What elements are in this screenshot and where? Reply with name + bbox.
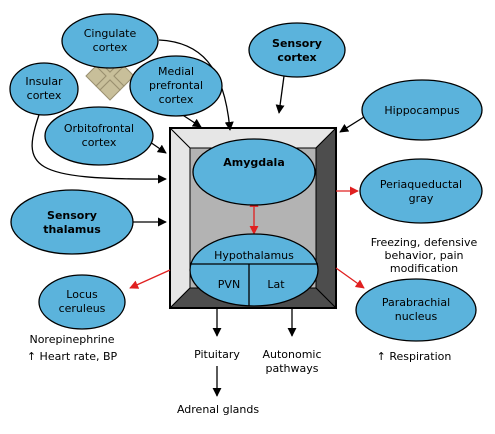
arrow-hippocampus-to-box bbox=[339, 116, 365, 133]
arrow-cingulate-to-amygdala bbox=[158, 39, 234, 131]
node-insular: Insular cortex bbox=[9, 62, 79, 116]
node-hippocampus: Hippocampus bbox=[361, 79, 483, 141]
node-orbitofrontal-line-1: Orbitofrontal bbox=[64, 122, 134, 135]
arrow-sensory-cortex-to-box bbox=[275, 75, 285, 114]
adrenal-label: Adrenal glands bbox=[177, 403, 259, 416]
node-medial-prefrontal: Medial prefrontal cortex bbox=[129, 55, 223, 117]
arrow-insular-to-box bbox=[31, 111, 167, 184]
arrow-box-to-parabrachial bbox=[335, 267, 365, 289]
autonomic-label: Autonomic pathways bbox=[262, 348, 321, 375]
node-insular-line-2: cortex bbox=[27, 89, 62, 102]
node-sensory-cortex: Sensory cortex bbox=[248, 22, 346, 78]
box-bevel-left bbox=[169, 126, 191, 310]
node-lat-label: Lat bbox=[267, 278, 285, 291]
node-cingulate-line-2: cortex bbox=[93, 41, 128, 54]
pag-effects-line-2: behavior, pain bbox=[384, 249, 463, 262]
node-hippocampus-label: Hippocampus bbox=[384, 104, 459, 117]
node-medial-prefrontal-line-2: prefrontal bbox=[149, 79, 203, 92]
pituitary-label: Pituitary bbox=[194, 348, 240, 361]
node-periaqueductal-line-2: gray bbox=[409, 192, 434, 205]
red-arrows bbox=[129, 186, 365, 289]
node-sensory-cortex-line-1: Sensory bbox=[272, 37, 322, 50]
node-orbitofrontal: Orbitofrontal cortex bbox=[44, 106, 154, 166]
locus-effects-label: Norepinephrine ↑ Heart rate, BP bbox=[27, 333, 118, 363]
node-sensory-thalamus-line-2: thalamus bbox=[43, 223, 101, 236]
node-medial-prefrontal-line-3: cortex bbox=[159, 93, 194, 106]
node-parabrachial: Parabrachial nucleus bbox=[355, 278, 477, 342]
pag-effects-line-1: Freezing, defensive bbox=[371, 236, 478, 249]
node-amygdala-label: Amygdala bbox=[223, 156, 285, 169]
pag-effects-line-3: modification bbox=[390, 262, 458, 275]
box-outline bbox=[169, 127, 337, 309]
node-sensory-thalamus-line-1: Sensory bbox=[47, 209, 97, 222]
parabrachial-effects-label: ↑ Respiration bbox=[377, 350, 452, 363]
node-pvn-label: PVN bbox=[218, 278, 240, 291]
node-sensory-thalamus: Sensory thalamus bbox=[10, 189, 134, 255]
node-hypothalamus-label: Hypothalamus bbox=[214, 249, 294, 262]
locus-effects-line-1: Norepinephrine bbox=[29, 333, 114, 346]
node-locus-line-2: ceruleus bbox=[59, 302, 106, 315]
node-cingulate-line-1: Cingulate bbox=[84, 27, 137, 40]
node-orbitofrontal-line-2: cortex bbox=[82, 136, 117, 149]
node-parabrachial-line-1: Parabrachial bbox=[382, 296, 450, 309]
node-periaqueductal-line-1: Periaqueductal bbox=[380, 178, 462, 191]
node-locus-ceruleus: Locus ceruleus bbox=[38, 274, 126, 330]
node-periaqueductal: Periaqueductal gray bbox=[359, 158, 483, 224]
node-sensory-cortex-line-2: cortex bbox=[277, 51, 316, 64]
node-parabrachial-line-2: nucleus bbox=[395, 310, 438, 323]
node-hypothalamus: Hypothalamus PVN Lat bbox=[189, 233, 319, 307]
node-cingulate: Cingulate cortex bbox=[61, 13, 159, 69]
autonomic-line-2: pathways bbox=[266, 362, 319, 375]
locus-effects-line-2: ↑ Heart rate, BP bbox=[27, 350, 118, 363]
autonomic-line-1: Autonomic bbox=[262, 348, 321, 361]
node-amygdala: Amygdala bbox=[192, 138, 316, 206]
black-arrows bbox=[31, 39, 365, 397]
pag-effects-label: Freezing, defensive behavior, pain modif… bbox=[371, 236, 478, 275]
arrow-orbitofrontal-to-box bbox=[149, 141, 167, 154]
box-bevel-right bbox=[315, 126, 337, 310]
arrow-box-to-locus bbox=[129, 269, 171, 289]
node-locus-line-1: Locus bbox=[66, 288, 98, 301]
node-insular-line-1: Insular bbox=[25, 75, 63, 88]
node-medial-prefrontal-line-1: Medial bbox=[158, 65, 194, 78]
